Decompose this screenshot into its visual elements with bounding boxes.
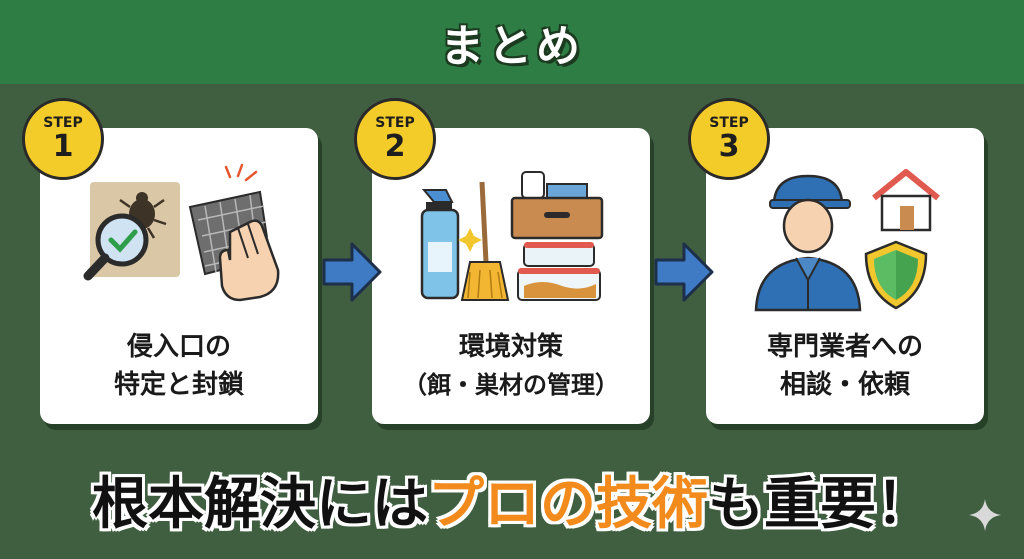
- step-label: STEP: [43, 115, 83, 131]
- step-3-line1: 専門業者への: [766, 332, 923, 362]
- step-number: 1: [52, 129, 74, 164]
- step-3-illustration: [754, 169, 940, 312]
- step-3-text: 専門業者への 相談・依頼: [706, 316, 984, 416]
- step-2-line1: 環境対策: [458, 332, 563, 362]
- step-2-line2: （餌・巣材の管理）: [403, 371, 619, 399]
- arrow-right-icon: [322, 242, 382, 302]
- page-title: まとめ: [440, 21, 584, 72]
- food-container-icon: [517, 242, 601, 301]
- step-label: STEP: [375, 115, 415, 131]
- step-3-line2: 相談・依頼: [779, 370, 910, 400]
- summary-part2: も重要！: [708, 472, 932, 537]
- step-badge-2: STEP 2: [354, 98, 436, 180]
- step-badge-1: STEP 1: [22, 98, 104, 180]
- arrow-right-icon: [654, 242, 714, 302]
- summary-message: 根本解決には プロの技術 も重要！: [0, 440, 1024, 559]
- step-1-illustration: [83, 163, 280, 302]
- sparkle-icon: [969, 499, 1001, 531]
- step-number: 2: [384, 129, 406, 164]
- shield-icon: [864, 240, 928, 310]
- magnifier-check-icon: [83, 213, 149, 281]
- broom-icon: [460, 181, 510, 301]
- step-1-line2: 特定と封鎖: [113, 370, 244, 400]
- step-number: 3: [718, 129, 740, 164]
- step-card-1: 侵入口の 特定と封鎖: [40, 128, 318, 424]
- step-1-text: 侵入口の 特定と封鎖: [40, 316, 318, 416]
- summary-highlight: プロの技術: [428, 472, 708, 537]
- house-icon: [872, 169, 940, 232]
- header-bar: まとめ: [0, 0, 1024, 84]
- step-card-3: 専門業者への 相談・依頼: [706, 128, 984, 424]
- summary-part1: 根本解決には: [92, 472, 428, 537]
- step-2-illustration: [420, 171, 604, 301]
- step-2-text: 環境対策 （餌・巣材の管理）: [372, 316, 650, 416]
- spray-bottle-icon: [420, 189, 460, 300]
- worker-icon: [754, 174, 862, 312]
- step-1-line1: 侵入口の: [126, 332, 231, 362]
- storage-box-icon: [510, 171, 604, 240]
- step-badge-3: STEP 3: [688, 98, 770, 180]
- step-card-2: 環境対策 （餌・巣材の管理）: [372, 128, 650, 424]
- hand-icon: [218, 219, 280, 302]
- step-label: STEP: [709, 115, 749, 131]
